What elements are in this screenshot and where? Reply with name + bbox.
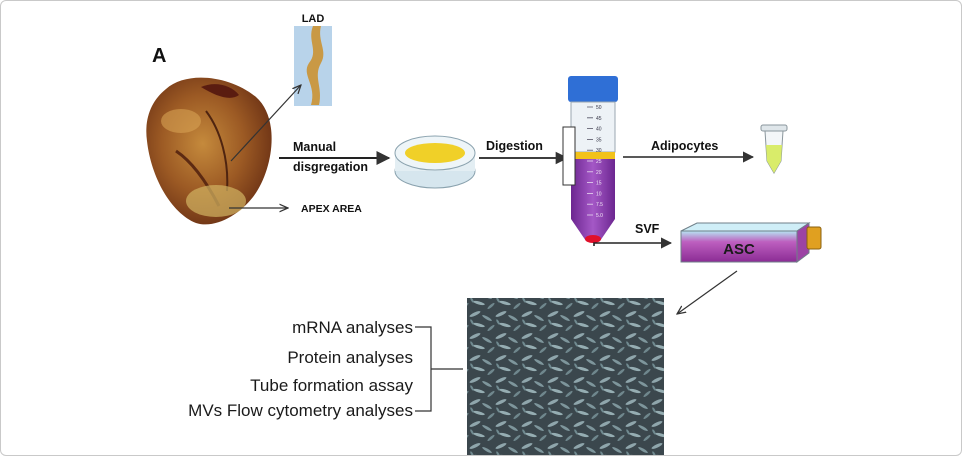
culture-flask	[680, 222, 822, 263]
tube-tick-label: 10	[596, 191, 602, 197]
tube-tick-label: 45	[596, 116, 602, 122]
manual-label: Manual	[293, 140, 336, 154]
analysis-item: MVs Flow cytometry analyses	[188, 401, 413, 420]
petri-dish	[394, 135, 476, 189]
tube-tick-label: 5.0	[596, 213, 603, 219]
analysis-item: mRNA analyses	[292, 318, 413, 337]
tube-tick-label: 30	[596, 148, 602, 154]
analysis-item: Protein analyses	[287, 348, 413, 367]
heart-image	[146, 77, 272, 225]
disgregation-label: disgregation	[293, 160, 368, 174]
conical-tube	[562, 76, 618, 243]
apex-area-label: APEX AREA	[301, 203, 362, 215]
tube-tick-label: 7.5	[596, 202, 603, 208]
digestion-label: Digestion	[486, 139, 543, 153]
microtube	[760, 124, 788, 174]
svf-label: SVF	[635, 222, 660, 236]
cell-micrograph	[467, 298, 664, 455]
tube-tick-label: 15	[596, 181, 602, 187]
flask-to-micrograph-arrow	[677, 270, 738, 314]
lad-label: LAD	[302, 13, 325, 25]
analyses-list: mRNA analyses Protein analyses Tube form…	[188, 318, 413, 420]
tube-tick-label: 20	[596, 170, 602, 176]
asc-label: ASC	[723, 241, 755, 258]
lad-photo	[294, 26, 332, 106]
heart-to-lad-arrow	[230, 85, 301, 162]
tube-tick-label: 25	[596, 159, 602, 165]
tube-tick-label: 40	[596, 127, 602, 133]
analysis-item: Tube formation assay	[250, 376, 413, 395]
tube-tick-label: 50	[596, 105, 602, 111]
tube-scale: 50 45 40 35 30 25 20 15 10 7.5 5.0	[587, 105, 603, 219]
tube-tick-label: 35	[596, 137, 602, 143]
panel-label: A	[152, 45, 166, 67]
adipocytes-label: Adipocytes	[651, 139, 718, 153]
svf-arrow	[593, 237, 673, 249]
analyses-bracket	[415, 326, 463, 412]
